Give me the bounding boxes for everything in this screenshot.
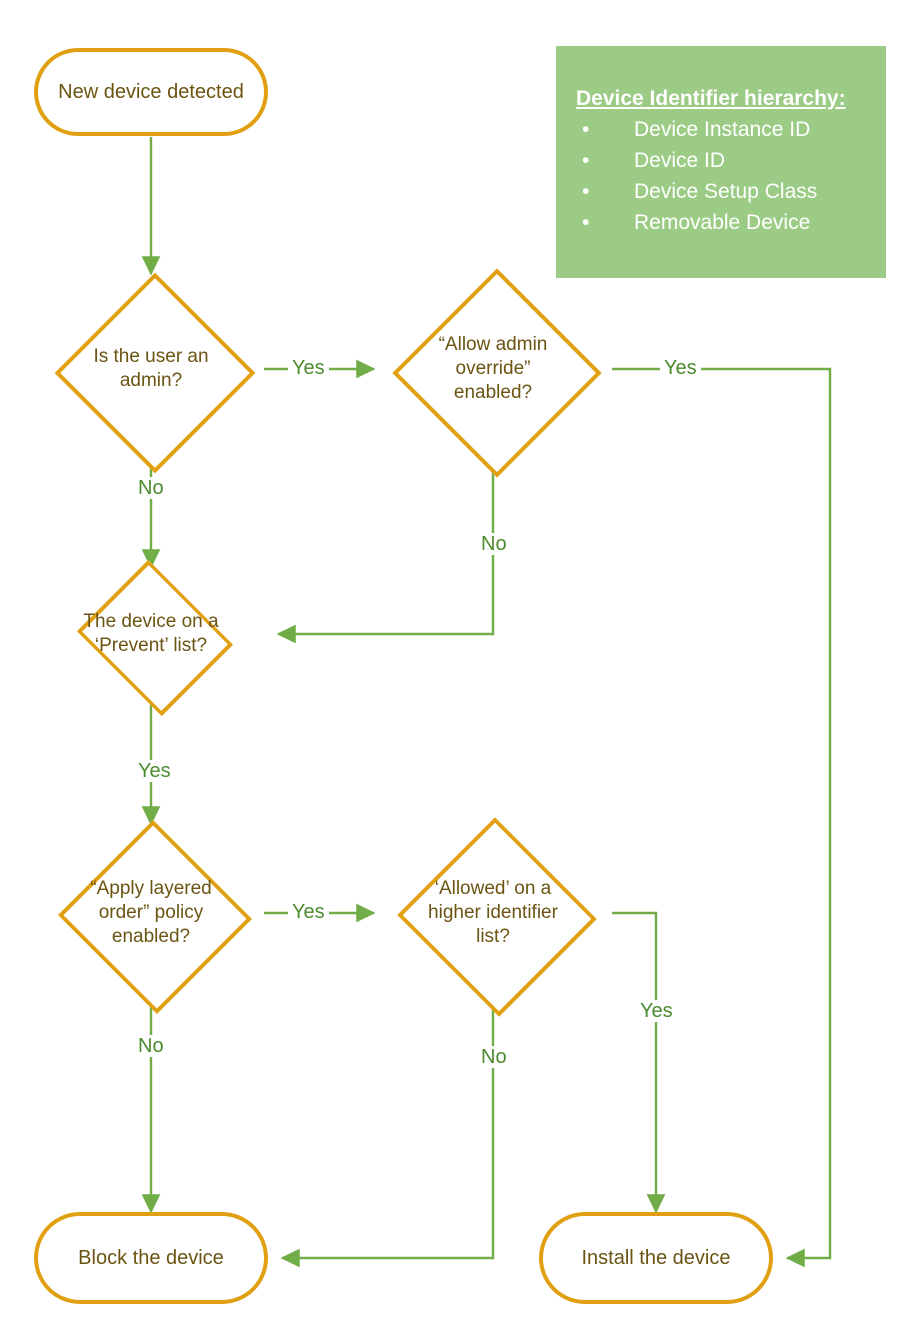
legend-item-label: Device ID <box>634 149 726 173</box>
node-label: “Apply layered order” policy enabled? <box>90 878 212 947</box>
bullet-icon: • <box>582 211 590 235</box>
node-label: ‘Allowed’ on a higher identifier list? <box>428 878 558 947</box>
legend-item: • Removable Device <box>576 207 886 238</box>
node-label: Is the user an admin? <box>93 346 209 391</box>
legend-item: • Device ID <box>576 145 886 176</box>
edge-label-is-admin-no: No <box>134 477 168 499</box>
node-label: Block the device <box>78 1247 224 1269</box>
edge-label-prevent-list-yes: Yes <box>134 760 175 782</box>
node-label: New device detected <box>58 81 244 103</box>
node-is-the-user-an-admin[interactable]: Is the user an admin? <box>38 272 264 474</box>
legend-item-label: Device Instance ID <box>634 118 811 142</box>
bullet-icon: • <box>582 118 590 142</box>
legend-item: • Device Setup Class <box>576 176 886 207</box>
edge-label-layered-order-no: No <box>134 1035 168 1057</box>
node-block-the-device[interactable]: Block the device <box>34 1212 268 1304</box>
node-label: The device on a ‘Prevent’ list? <box>83 611 219 656</box>
legend-title: Device Identifier hierarchy: <box>576 87 846 110</box>
edge-label-higher-id-yes: Yes <box>636 1000 677 1022</box>
legend-device-identifier-hierarchy: Device Identifier hierarchy: • Device In… <box>556 46 886 278</box>
edge-label-admin-override-yes: Yes <box>660 357 701 379</box>
edge-admin-override-yes <box>612 367 832 1268</box>
edge-label-is-admin-yes: Yes <box>288 357 329 379</box>
node-device-on-prevent-list[interactable]: The device on a ‘Prevent’ list? <box>38 559 264 717</box>
node-label: “Allow admin override” enabled? <box>438 334 548 403</box>
edge-label-higher-id-no: No <box>477 1046 511 1068</box>
node-install-the-device[interactable]: Install the device <box>539 1212 773 1304</box>
edge-higher-id-yes <box>612 911 666 1214</box>
edge-admin-override-no <box>276 464 495 644</box>
node-new-device-detected[interactable]: New device detected <box>34 48 268 136</box>
legend-item-label: Device Setup Class <box>634 180 818 204</box>
edge-higher-id-no <box>280 1002 495 1268</box>
edge-label-admin-override-no: No <box>477 533 511 555</box>
edge-label-layered-order-yes: Yes <box>288 901 329 923</box>
node-label: Install the device <box>581 1247 731 1269</box>
bullet-icon: • <box>582 149 590 173</box>
bullet-icon: • <box>582 180 590 204</box>
legend-item: • Device Instance ID <box>576 114 886 145</box>
legend-item-label: Removable Device <box>634 211 811 235</box>
node-apply-layered-order-policy-enabled[interactable]: “Apply layered order” policy enabled? <box>38 819 264 1015</box>
node-allow-admin-override-enabled[interactable]: “Allow admin override” enabled? <box>374 268 612 478</box>
legend-list: • Device Instance ID • Device ID • Devic… <box>576 114 886 238</box>
node-allowed-on-higher-identifier-list[interactable]: ‘Allowed’ on a higher identifier list? <box>374 817 612 1017</box>
